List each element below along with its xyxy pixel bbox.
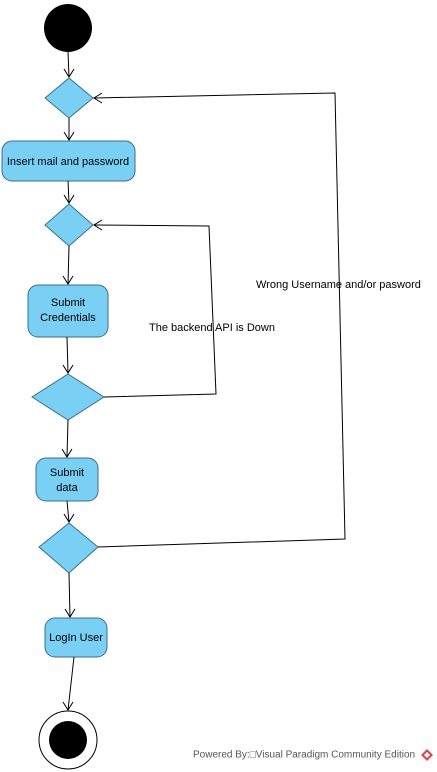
action-submit-data-label-line1: Submit [50, 467, 84, 479]
final-node-core [49, 721, 87, 759]
flow-initial-to-decision1 [67, 51, 70, 78]
decision-node-4[interactable] [38, 522, 99, 574]
decision-node-3[interactable] [31, 373, 105, 421]
flow-submit-credentials-to-decision3 [66, 336, 69, 374]
flow-wrong-credentials-loop [93, 92, 346, 548]
control-flows [61, 51, 346, 711]
flow-insert-to-decision2 [67, 180, 70, 204]
decision-node-1[interactable] [44, 77, 94, 119]
action-submit-credentials-label-line1: Submit [51, 297, 85, 309]
edge-label-wrong-credentials: Wrong Username and/or pasword [256, 279, 421, 291]
flow-api-down-loop [93, 224, 217, 398]
initial-node [44, 4, 92, 52]
flow-decision3-to-submit-data [66, 419, 69, 458]
flow-decision4-to-login [68, 572, 71, 618]
flow-login-to-final [67, 656, 75, 711]
action-login-user-label: LogIn User [49, 632, 103, 644]
flow-decision2-to-submit-credentials [67, 245, 70, 285]
action-submit-credentials-label-line2: Credentials [40, 312, 96, 324]
powered-by-text: Powered By:□Visual Paradigm Community Ed… [193, 749, 416, 761]
edge-label-api-down: The backend API is Down [149, 322, 275, 334]
action-submit-data-label-line2: data [56, 482, 78, 494]
powered-by-footer: Powered By:□Visual Paradigm Community Ed… [193, 749, 433, 761]
flow-submit-data-to-decision4 [66, 500, 70, 523]
action-login-user[interactable] [44, 617, 108, 658]
action-insert-credentials-label: Insert mail and password [7, 156, 129, 168]
visual-paradigm-logo-icon [420, 749, 433, 761]
action-submit-credentials[interactable] [27, 284, 109, 338]
decision-node-2[interactable] [44, 203, 94, 247]
action-submit-data[interactable] [35, 457, 99, 502]
